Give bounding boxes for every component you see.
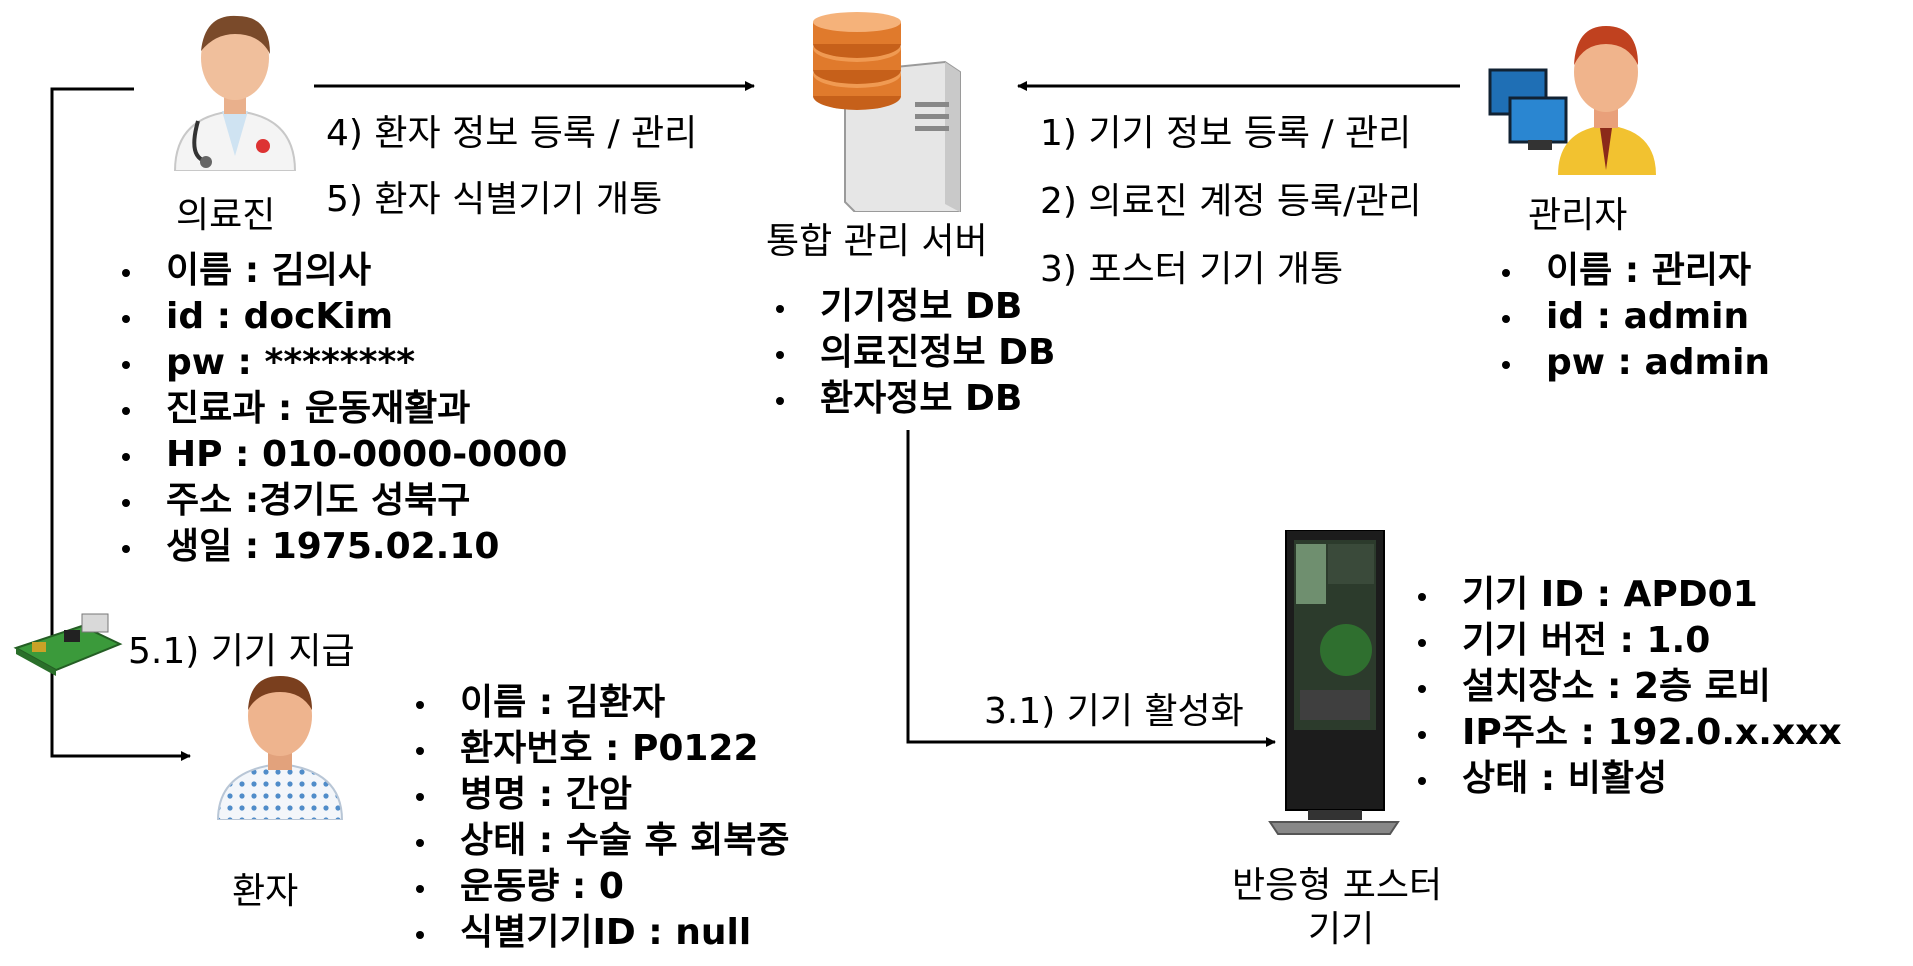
server-db-list: 기기정보 DB 의료진정보 DB 환자정보 DB [770,284,1055,422]
admin-detail-item: 이름 : 관리자 [1496,248,1770,294]
patient-detail-item: 병명 : 간암 [410,772,790,818]
poster-detail-item: 설치장소 : 2층 로비 [1412,664,1842,710]
poster-detail-item: 기기 버전 : 1.0 [1412,618,1842,664]
admin-label: 관리자 [1528,195,1628,236]
poster-label-line2: 기기 [1308,909,1375,950]
server-db-item: 의료진정보 DB [770,330,1055,376]
patient-detail-item: 이름 : 김환자 [410,680,790,726]
admin-detail-item: id : admin [1496,294,1770,340]
patient-detail-item: 상태 : 수술 후 회복중 [410,818,790,864]
flow-label-register-device: 1) 기기 정보 등록 / 관리 [1040,113,1412,154]
doctor-detail-item: 생일 : 1975.02.10 [116,524,567,570]
patient-detail-item: 식별기기ID : null [410,910,790,956]
flow-label-register-staff: 2) 의료진 계정 등록/관리 [1040,181,1422,222]
patient-detail-item: 환자번호 : P0122 [410,726,790,772]
poster-detail-item: 상태 : 비활성 [1412,756,1842,802]
flow-label-open-poster: 3) 포스터 기기 개통 [1040,249,1344,290]
admin-detail-item: pw : admin [1496,340,1770,386]
doctor-detail-item: 진료과 : 운동재활과 [116,386,567,432]
kiosk-poster-icon [1268,529,1400,838]
admin-details: 이름 : 관리자 id : admin pw : admin [1496,248,1770,386]
poster-detail-item: 기기 ID : APD01 [1412,572,1842,618]
arrow-doctor-to-patient [50,87,191,761]
poster-label-line1: 반응형 포스터 [1232,865,1443,906]
patient-detail-item: 운동량 : 0 [410,864,790,910]
doctor-detail-item: HP : 010-0000-0000 [116,432,567,478]
doctor-icon [160,6,310,172]
arrow-server-to-poster [906,430,1276,747]
server-db-item: 환자정보 DB [770,376,1055,422]
flow-label-issue-device: 5.1) 기기 지급 [128,631,355,672]
admin-icon [1488,10,1663,175]
raspberry-pi-board-icon [12,608,124,680]
server-db-item: 기기정보 DB [770,284,1055,330]
flow-label-activate-poster: 3.1) 기기 활성화 [984,691,1244,732]
doctor-label: 의료진 [176,195,276,236]
doctor-details: 이름 : 김의사 id : docKim pw : ******** 진료과 :… [116,248,567,570]
doctor-detail-item: 주소 :경기도 성북구 [116,478,567,524]
doctor-detail-item: 이름 : 김의사 [116,248,567,294]
doctor-detail-item: id : docKim [116,294,567,340]
database-server-icon [795,12,975,213]
patient-label: 환자 [232,871,299,912]
patient-details: 이름 : 김환자 환자번호 : P0122 병명 : 간암 상태 : 수술 후 … [410,680,790,956]
patient-icon [200,670,360,821]
poster-detail-item: IP주소 : 192.0.x.xxx [1412,710,1842,756]
flow-label-register-patient: 4) 환자 정보 등록 / 관리 [326,113,698,154]
server-label: 통합 관리 서버 [766,221,988,262]
poster-details: 기기 ID : APD01 기기 버전 : 1.0 설치장소 : 2층 로비 I… [1412,572,1842,802]
doctor-detail-item: pw : ******** [116,340,567,386]
flow-label-open-patient-device: 5) 환자 식별기기 개통 [326,179,663,220]
